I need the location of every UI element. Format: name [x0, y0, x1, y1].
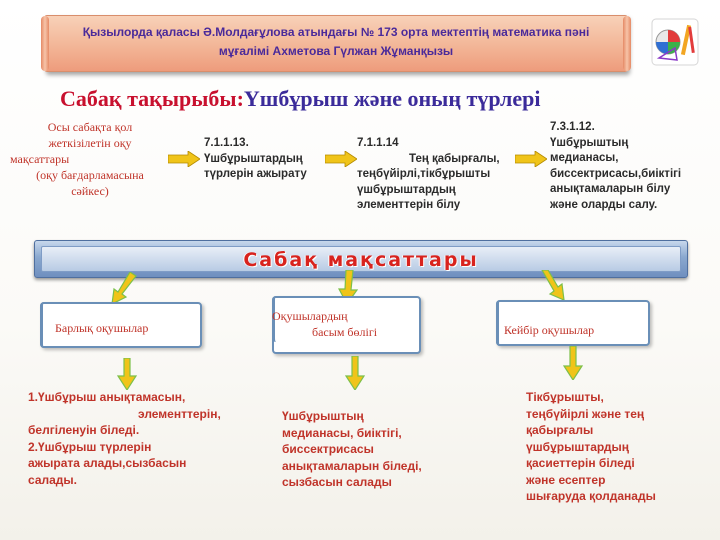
banner-line2: мұғалімі Ахметова Гүлжан Жұманқызы — [218, 44, 454, 58]
goals-banner-inner: Сабақ мақсаттары — [41, 246, 681, 272]
intro-line: мақсаттары — [10, 152, 70, 166]
group-desc-some: Тікбұрышты, теңбүйірлі және тең қабырғал… — [526, 389, 706, 505]
desc-line: ажырата алады,сызбасын — [28, 456, 187, 470]
arrow-right-icon — [325, 151, 357, 167]
objective-text: анықтамаларын білу — [550, 183, 671, 195]
arrow-down-icon — [116, 358, 138, 390]
topic-label: Сабақ тақырыбы: — [60, 86, 244, 111]
objective-text: түрлерін ажырату — [204, 168, 307, 180]
desc-line: 1.Үшбұрыш анықтамасын, — [28, 390, 186, 404]
objective-code: 7.1.1.13. — [204, 137, 249, 149]
objective-text: және оларды салу. — [550, 198, 658, 211]
objective-text: үшбұрыштардың — [357, 183, 456, 196]
goals-title: Сабақ мақсаттары — [243, 249, 479, 271]
group-desc-majority: Үшбұрыштың медианасы, биіктігі, биссектр… — [282, 408, 482, 491]
header-banner: Қызылорда қаласы Ә.Молдағұлова атындағы … — [41, 15, 631, 72]
arrow-down-icon — [562, 346, 584, 380]
group-box-all — [40, 302, 202, 348]
objective-text: Үшбұрыштардың — [204, 152, 303, 165]
topic-value: Үшбұрыш және оның түрлері — [243, 86, 541, 111]
objective-text: Үшбұрыштың — [550, 136, 629, 149]
desc-line: шығаруда қолданады — [526, 489, 656, 503]
desc-line: элементтерін, — [138, 406, 221, 421]
desc-line: Үшбұрыштың — [282, 409, 364, 423]
group-label-line: басым бөлігі — [312, 325, 378, 339]
objective-item-1: 7.1.1.13. Үшбұрыштардың түрлерін ажырату — [204, 136, 330, 183]
group-box-majority — [272, 296, 421, 354]
arrow-down-icon — [344, 356, 366, 390]
desc-line: биссектрисасы — [282, 442, 374, 456]
lesson-topic: Сабақ тақырыбы:Үшбұрыш және оның түрлері — [60, 86, 680, 112]
desc-line: теңбүйірлі және тең — [526, 406, 645, 421]
group-label-majority: Оқушылардың басым бөлігі — [272, 308, 422, 340]
group-label-all: Барлық оқушылар — [55, 321, 149, 335]
desc-line: медианасы, биіктігі, — [282, 425, 402, 440]
objectives-intro: Осы сабақта қол жеткізілетін оқу мақсатт… — [10, 119, 170, 199]
desc-line: белгіленуін біледі. — [28, 423, 140, 437]
arrow-down-icon — [111, 272, 137, 304]
group-label-line: Оқушылардың — [272, 309, 348, 323]
objective-text: биссектрисасы,биіктігі — [550, 167, 682, 180]
intro-line: жеткізілетін оқу — [48, 136, 132, 150]
intro-line: Осы сабақта қол — [47, 120, 133, 134]
desc-line: анықтамаларын біледі, — [282, 458, 422, 473]
goals-banner: Сабақ мақсаттары — [34, 240, 688, 278]
desc-line: және есептер — [526, 472, 606, 487]
objective-text: Тең қабырғалы, — [409, 152, 500, 165]
objective-code: 7.3.1.12. — [550, 121, 595, 133]
pencil-geometry-logo-icon — [651, 18, 699, 66]
objective-text: теңбүйірлі,тікбұрышты — [357, 168, 491, 180]
banner-line1: Қызылорда қаласы Ә.Молдағұлова атындағы … — [82, 25, 590, 39]
intro-line: сәйкес) — [71, 184, 109, 198]
desc-line: сызбасын салады — [282, 475, 392, 489]
banner-text: Қызылорда қаласы Ә.Молдағұлова атындағы … — [57, 23, 615, 61]
objective-code: 7.1.1.14 — [357, 137, 399, 149]
group-box-some — [496, 300, 650, 346]
arrow-down-icon — [541, 270, 565, 301]
objective-text: элементтерін білу — [357, 199, 461, 211]
arrow-right-icon — [168, 151, 200, 167]
objective-item-2: 7.1.1.14 Тең қабырғалы, теңбүйірлі,тікбұ… — [357, 136, 527, 214]
intro-line: (оқу бағдарламасына — [36, 168, 144, 182]
group-label-some: Кейбір оқушылар — [504, 323, 595, 337]
desc-line: үшбұрыштардың — [526, 439, 630, 454]
objective-item-3: 7.3.1.12. Үшбұрыштың медианасы, биссектр… — [550, 120, 715, 213]
objective-text: медианасы, — [550, 152, 619, 164]
arrow-right-icon — [515, 151, 547, 167]
desc-line: Тікбұрышты, — [526, 390, 604, 404]
desc-line: қасиеттерін біледі — [526, 456, 635, 470]
desc-line: 2.Үшбұрыш түрлерін — [28, 439, 152, 454]
group-desc-all: 1.Үшбұрыш анықтамасын, элементтерін, бел… — [28, 389, 258, 488]
desc-line: қабырғалы — [526, 423, 594, 437]
desc-line: салады. — [28, 472, 77, 487]
